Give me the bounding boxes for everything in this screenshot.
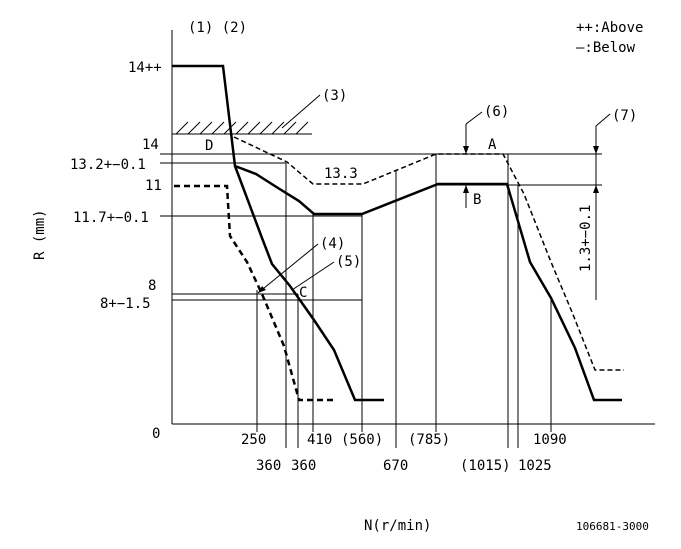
dashed-curve-lower	[174, 184, 333, 402]
y-tick-14: 14	[142, 137, 159, 153]
y-tick-11-7: 11.7+−0.1	[73, 210, 149, 226]
x-tick-560: (560)	[341, 432, 383, 448]
point-c-label: C	[299, 285, 307, 301]
y-tick-8: 8	[148, 278, 156, 294]
dashed-curve-upper	[233, 136, 624, 371]
y-axis-label: R (mm)	[32, 209, 48, 260]
x-tick-1090: 1090	[533, 432, 567, 448]
y-tick-8-low: 8+−1.5	[100, 296, 151, 312]
x-tick-785: (785)	[408, 432, 450, 448]
callout-3: (3)	[322, 88, 347, 104]
x-tick-410: 410	[307, 432, 332, 448]
y-tick-13-2: 13.2+−0.1	[70, 157, 146, 173]
stopper-hatch	[175, 121, 309, 135]
point-a-label: A	[488, 137, 497, 153]
x-tick-360a: 360	[256, 458, 281, 474]
leader-6	[465, 111, 483, 125]
value-1-3: 1.3+−0.1	[578, 205, 594, 272]
callout-6: (6)	[484, 104, 509, 120]
arrow-7-down	[593, 146, 599, 154]
leader-3	[281, 94, 321, 129]
x-tick-1025: 1025	[518, 458, 552, 474]
callout-7: (7)	[612, 108, 637, 124]
x-tick-670: 670	[383, 458, 408, 474]
callout-5: (5)	[336, 254, 361, 270]
arrow-4	[258, 286, 266, 293]
arrow-7-up	[593, 185, 599, 193]
y-tick-14pp: 14++	[128, 60, 162, 76]
drawing-number: 106681-3000	[576, 520, 649, 533]
callouts-1-2: (1) (2)	[188, 20, 247, 36]
x-tick-360b: 360	[291, 458, 316, 474]
x-axis-label: N(r/min)	[364, 518, 431, 534]
point-b-label: B	[473, 192, 481, 208]
y-origin: 0	[152, 426, 160, 442]
callout-4: (4)	[320, 236, 345, 252]
solid-curve-lower	[233, 165, 384, 402]
legend-above: ++:Above	[576, 20, 643, 36]
x-tick-1015: (1015)	[460, 458, 511, 474]
y-tick-11: 11	[145, 178, 162, 194]
leader-4	[257, 243, 319, 294]
leader-7	[595, 113, 611, 127]
arrow-6-down	[463, 146, 469, 154]
arrow-6-up	[463, 185, 469, 193]
solid-curve-upper	[172, 64, 622, 402]
leader-5	[291, 261, 335, 291]
x-tick-250: 250	[241, 432, 266, 448]
point-d-label: D	[205, 138, 213, 154]
legend-below: —:Below	[576, 40, 636, 56]
value-13-3: 13.3	[324, 166, 358, 182]
